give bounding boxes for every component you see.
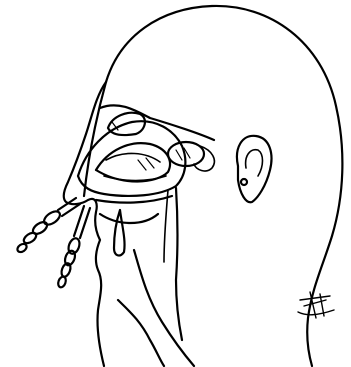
ear-inner bbox=[246, 150, 263, 176]
nasal-tube-upper bbox=[16, 198, 80, 254]
ear-outer bbox=[237, 136, 271, 202]
hard-palate bbox=[96, 196, 172, 203]
pharynx-wall bbox=[176, 188, 182, 340]
uvula bbox=[114, 210, 125, 255]
concha-ridge bbox=[106, 153, 160, 162]
head-outline bbox=[84, 6, 342, 366]
nasal-concha bbox=[96, 143, 170, 181]
nasal-tube-lower bbox=[57, 206, 90, 288]
pharynx-wall-inner bbox=[164, 190, 168, 262]
sphenoid-detail bbox=[194, 146, 214, 171]
neck-front bbox=[118, 300, 164, 366]
ear-canal bbox=[241, 179, 247, 185]
artist-signature bbox=[298, 292, 334, 318]
neck-inner-line bbox=[134, 250, 194, 366]
tongue bbox=[100, 214, 158, 223]
